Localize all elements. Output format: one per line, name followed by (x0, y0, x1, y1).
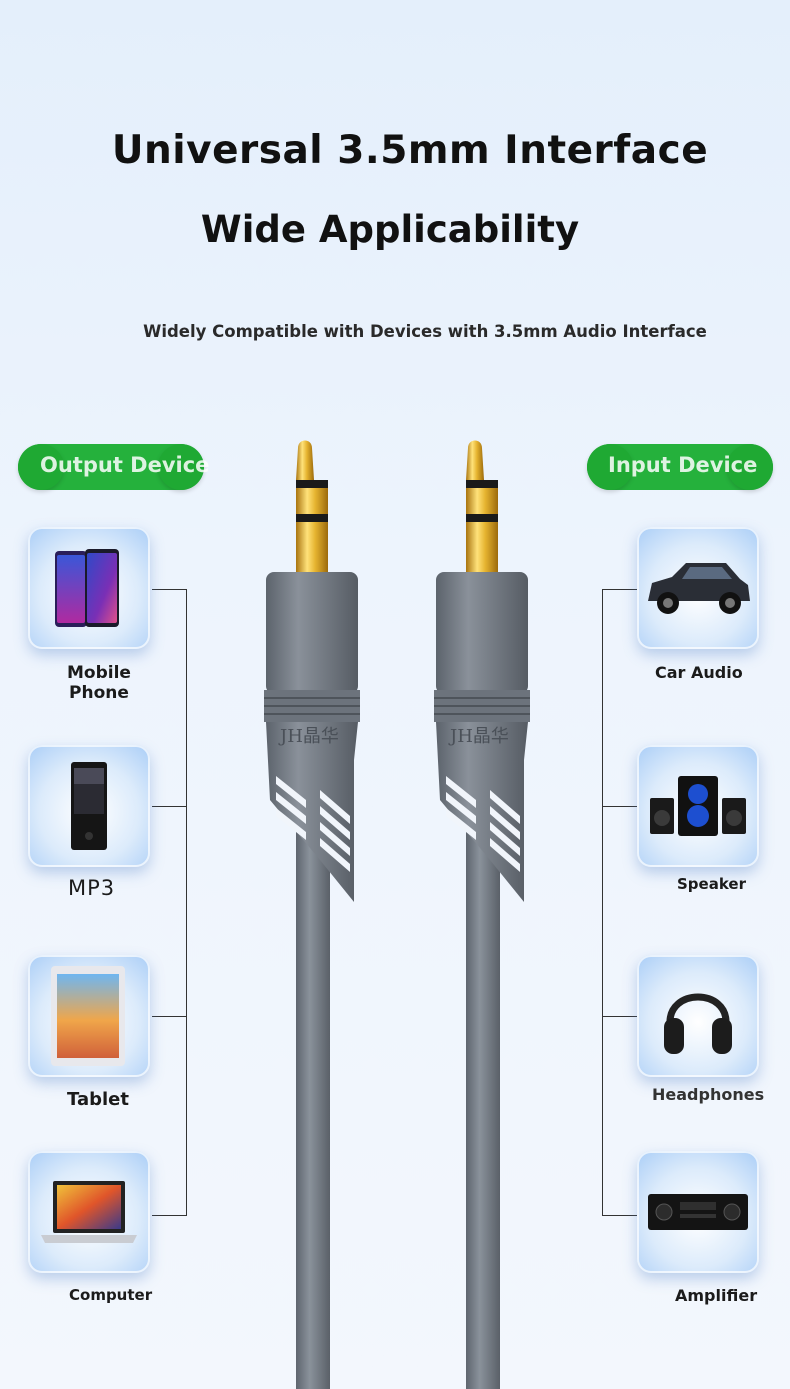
device-label-computer: Computer (69, 1286, 153, 1304)
output-device-label: Output Device (40, 453, 210, 477)
device-card-amplifier (637, 1151, 759, 1273)
input-bracket-tick (602, 1215, 637, 1216)
input-bracket-line (602, 589, 603, 1216)
device-card-headphones (637, 955, 759, 1077)
device-label-mobile-phone: Mobile Phone (67, 663, 131, 703)
input-bracket-tick (602, 1016, 637, 1017)
device-card-car-audio (637, 527, 759, 649)
laptop-icon (41, 1181, 137, 1243)
headphones-icon (664, 993, 732, 1054)
page-description: Widely Compatible with Devices with 3.5m… (143, 322, 707, 341)
mp3-player-icon (71, 762, 107, 850)
input-bracket-tick (602, 806, 637, 807)
device-label-car-audio: Car Audio (655, 663, 743, 682)
speaker-icon (650, 776, 746, 836)
output-badge-right-dot (158, 444, 204, 490)
tablet-icon (51, 966, 125, 1066)
input-device-label: Input Device (608, 453, 758, 477)
input-badge-right-dot (727, 444, 773, 490)
output-bracket-tick (152, 589, 187, 590)
output-badge-left-dot (18, 444, 64, 490)
device-label-headphones: Headphones (652, 1085, 765, 1104)
output-bracket-tick (152, 1016, 187, 1017)
device-card-mp3 (28, 745, 150, 867)
output-bracket-tick (152, 1215, 187, 1216)
device-label-mp3: MP3 (68, 876, 116, 900)
output-bracket-tick (152, 806, 187, 807)
page-subtitle-heading: Wide Applicability (200, 208, 580, 251)
device-label-speaker: Speaker (677, 875, 746, 893)
device-card-mobile-phone (28, 527, 150, 649)
brand-logo-right: JH晶华 (448, 726, 509, 747)
right-cable: JH晶华 (434, 440, 530, 1389)
output-bracket-line (186, 589, 187, 1216)
brand-logo-left: JH晶华 (278, 726, 339, 747)
input-badge-left-dot (587, 444, 633, 490)
device-card-computer (28, 1151, 150, 1273)
input-bracket-tick (602, 589, 637, 590)
device-card-speaker (637, 745, 759, 867)
device-label-amplifier: Amplifier (675, 1286, 758, 1305)
page-title: Universal 3.5mm Interface (111, 128, 709, 173)
mobile-phone-icon (55, 549, 119, 627)
device-card-tablet (28, 955, 150, 1077)
car-icon (648, 563, 750, 614)
audio-cable-pair: JH晶华 JH晶华 (264, 440, 530, 1389)
left-cable: JH晶华 (264, 440, 360, 1389)
device-label-tablet: Tablet (67, 1089, 129, 1110)
amplifier-icon (648, 1194, 748, 1230)
